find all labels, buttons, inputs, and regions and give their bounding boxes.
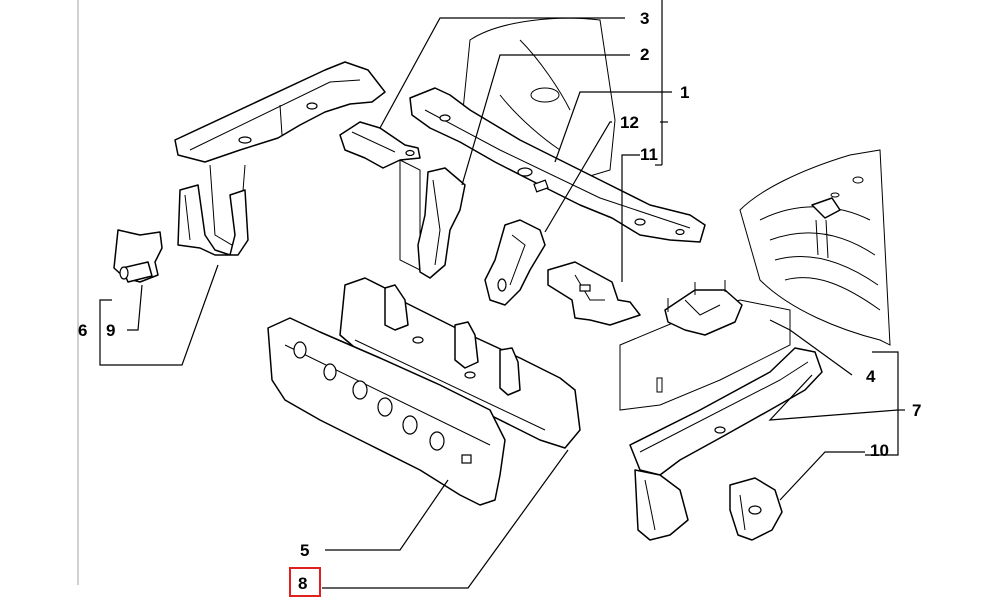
part-small-mount-bracket	[729, 477, 783, 541]
part-mount-bracket	[547, 261, 641, 326]
part-upper-crossmember	[409, 87, 706, 243]
part-bumper-bracket-left	[113, 229, 163, 283]
callout-8-highlight-box	[289, 567, 321, 597]
callout-labels: 3 2 1 12 11 6 9 4 7 10 5 8	[78, 9, 921, 597]
callout-11: 11	[640, 145, 658, 164]
callout-9: 9	[106, 321, 115, 340]
callout-3: 3	[640, 9, 649, 28]
part-lock-bracket	[484, 219, 546, 306]
callout-2: 2	[640, 45, 649, 64]
part-bumper-beam	[267, 317, 506, 506]
part-front-side-rail-right	[629, 347, 823, 541]
callout-7: 7	[912, 401, 921, 420]
callout-10: 10	[870, 441, 889, 460]
callout-12: 12	[620, 113, 639, 132]
callout-6: 6	[78, 321, 87, 340]
callout-8: 8	[298, 574, 307, 593]
leader-lines	[99, 0, 905, 589]
callout-4: 4	[866, 367, 876, 386]
part-front-side-rail-left	[174, 61, 386, 256]
body-shell-right	[619, 149, 891, 411]
part-bracket-small	[339, 121, 421, 169]
part-strut-mount-plate	[664, 280, 743, 336]
callout-5: 5	[300, 541, 309, 560]
callout-1: 1	[680, 83, 689, 102]
part-vertical-bracket	[417, 167, 466, 279]
